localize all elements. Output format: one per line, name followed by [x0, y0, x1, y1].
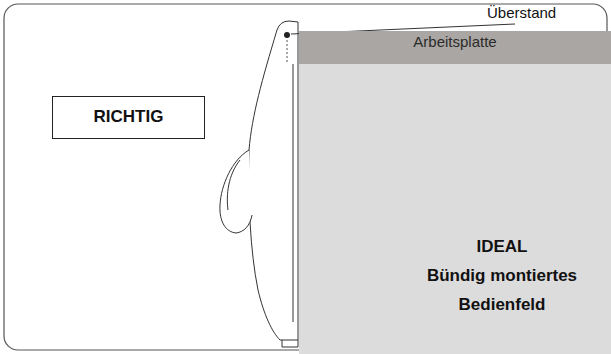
- cabinet-area: IDEALBündig montiertes Bedienfeld: [299, 64, 611, 354]
- node-text: Bündig montiertes Bedienfeld: [407, 261, 597, 319]
- overhang-mark: [287, 36, 288, 64]
- node-heading: Arbeitsplatte: [299, 31, 611, 51]
- part-label: Überstand: [487, 4, 556, 21]
- countertop-band: Arbeitsplatte: [299, 31, 611, 64]
- overhang-dot: [284, 32, 290, 38]
- verdict-box: RICHTIG: [52, 96, 205, 139]
- node-heading: RICHTIG: [53, 97, 204, 137]
- appliance-panel: [220, 21, 298, 347]
- node-heading: IDEAL: [407, 232, 597, 261]
